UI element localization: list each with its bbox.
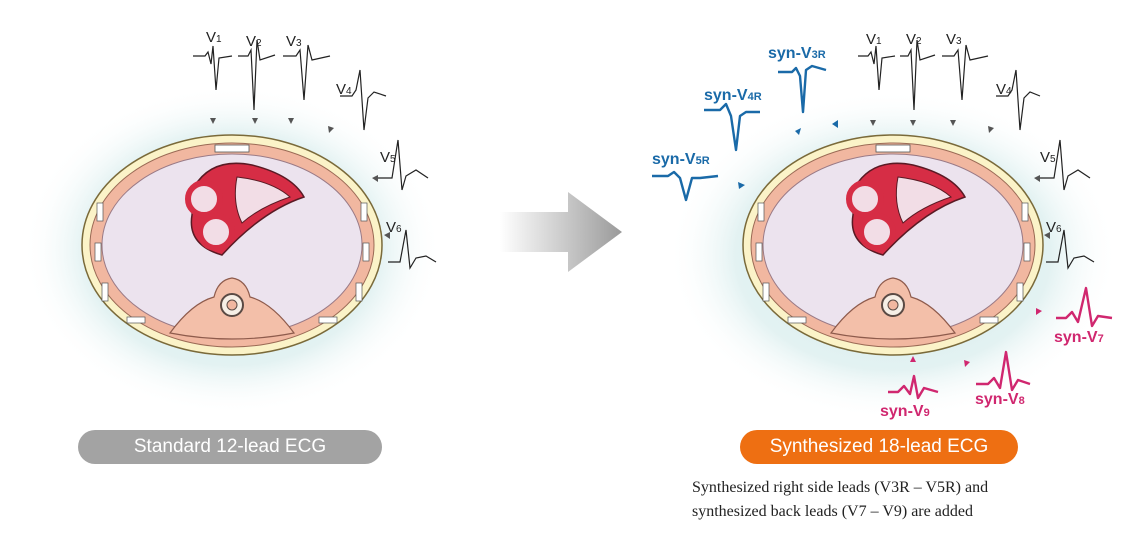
back-synth-traces [888, 286, 1113, 400]
label-syn-v5r: syn-V5R [652, 151, 710, 168]
right-trace-v1 [858, 45, 896, 91]
left-electrode-markers [210, 118, 390, 239]
back-synth-markers [910, 308, 1042, 367]
trace-syn-v4r [704, 102, 760, 152]
right-label-v2: V2 [906, 31, 922, 48]
right-label-v1: V1 [866, 31, 882, 48]
right-ecg-traces [858, 39, 1095, 270]
caption-line-1: Synthesized right side leads (V3R – V5R)… [692, 479, 989, 496]
right-panel: V1 V2 V3 V4 V5 V6 syn-V3R syn-V4R syn-V5… [652, 31, 1118, 420]
caption-line-2: synthesized back leads (V7 – V9) are add… [692, 503, 973, 520]
left-label-v1: V1 [206, 29, 222, 46]
right-trace-v2 [900, 39, 936, 111]
label-syn-v4r: syn-V4R [704, 87, 762, 104]
standard-ecg-title: Standard 12-lead ECG [78, 430, 382, 464]
label-syn-v9: syn-V9 [880, 403, 930, 420]
trace-syn-v8 [976, 350, 1031, 392]
trace-syn-v7 [1056, 286, 1113, 328]
right-trace-v6 [1046, 229, 1095, 270]
left-trace-v5 [378, 139, 429, 191]
right-label-v5: V5 [1040, 149, 1056, 166]
left-trace-v2 [238, 39, 276, 111]
left-label-v6: V6 [386, 219, 402, 236]
synthesized-ecg-title: Synthesized 18-lead ECG [740, 430, 1018, 464]
trace-syn-v9 [888, 374, 939, 400]
right-trace-v3 [942, 44, 989, 101]
label-syn-v8: syn-V8 [975, 391, 1025, 408]
caption: Synthesized right side leads (V3R – V5R)… [692, 476, 1132, 524]
left-ecg-traces [193, 39, 437, 270]
left-label-v3: V3 [286, 33, 302, 50]
trace-syn-v5r [652, 170, 719, 202]
left-label-v4: V4 [336, 81, 352, 98]
right-label-v3: V3 [946, 31, 962, 48]
transform-arrow-icon [500, 192, 622, 272]
label-syn-v3r: syn-V3R [768, 45, 826, 62]
left-trace-v3 [283, 44, 331, 101]
right-synth-traces [652, 64, 827, 202]
right-label-v4: V4 [996, 81, 1012, 98]
right-label-v6: V6 [1046, 219, 1062, 236]
label-syn-v7: syn-V7 [1054, 329, 1104, 346]
left-label-v2: V2 [246, 33, 262, 50]
right-trace-v5 [1040, 139, 1091, 191]
right-synth-markers [738, 120, 838, 189]
right-electrode-markers [870, 120, 1050, 239]
left-trace-v4 [340, 69, 387, 131]
left-label-v5: V5 [380, 149, 396, 166]
right-trace-v4 [996, 69, 1041, 131]
left-trace-v1 [193, 45, 233, 91]
left-trace-v6 [388, 229, 437, 270]
left-panel: V1 V2 V3 V4 V5 V6 [22, 29, 442, 415]
trace-syn-v3r [778, 64, 827, 114]
